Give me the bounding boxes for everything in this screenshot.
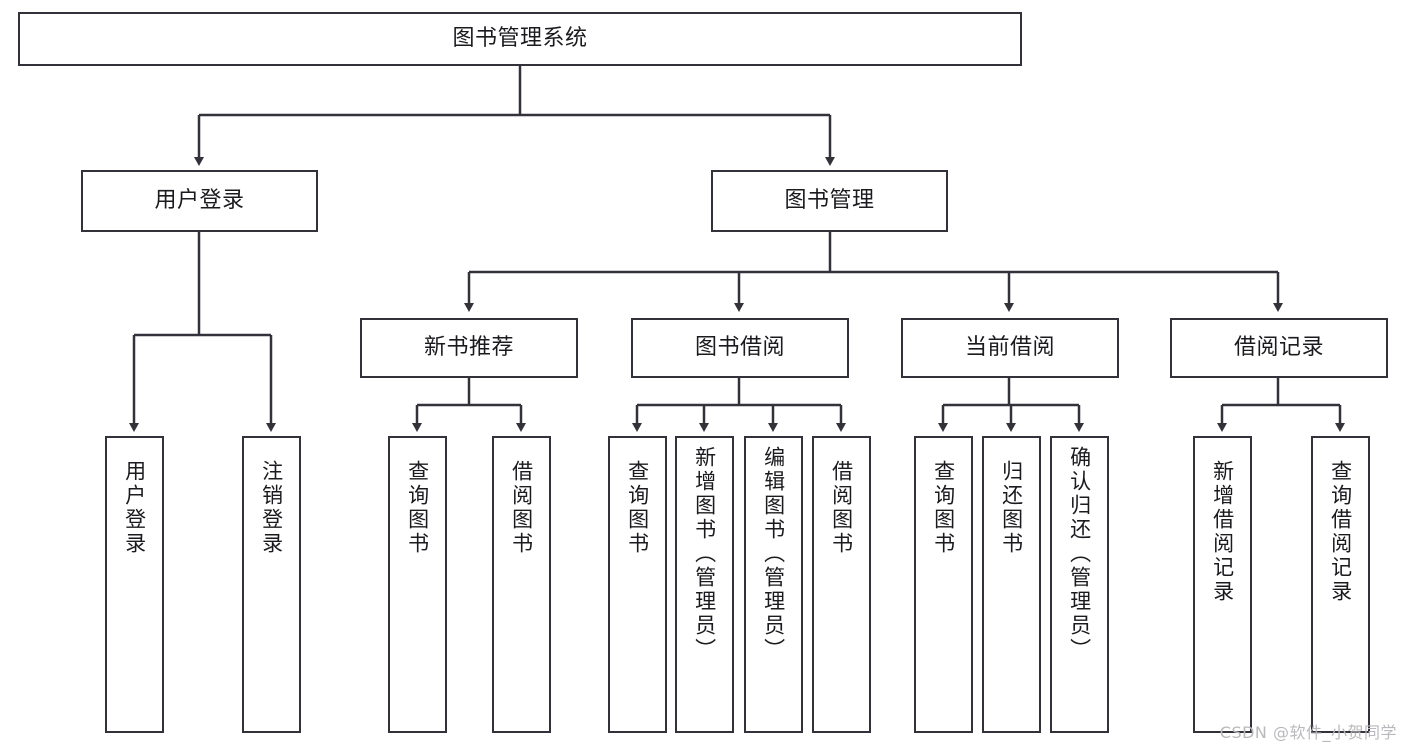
node-label: 新增借阅记录	[1210, 460, 1235, 604]
node-new-book-recommend[interactable]: 新书推荐	[360, 318, 578, 378]
node-label: 注销登录	[259, 460, 284, 556]
node-root-system[interactable]: 图书管理系统	[18, 12, 1022, 66]
leaf-book-borrow-add[interactable]: 新增图书（管理员）	[675, 436, 734, 733]
node-borrow-record[interactable]: 借阅记录	[1170, 318, 1388, 378]
leaf-book-borrow-borrow[interactable]: 借阅图书	[812, 436, 871, 733]
leaf-current-borrow-return[interactable]: 归还图书	[982, 436, 1041, 733]
node-label: 当前借阅	[964, 335, 1055, 361]
node-user-login[interactable]: 用户登录	[81, 170, 318, 232]
node-current-borrow[interactable]: 当前借阅	[901, 318, 1119, 378]
node-label: 查询借阅记录	[1328, 460, 1353, 604]
node-label: 新增图书（管理员）	[692, 446, 717, 662]
node-label: 用户登录	[154, 188, 245, 214]
node-label: 查询图书	[625, 460, 650, 556]
node-label: 查询图书	[405, 460, 430, 556]
watermark-text: CSDN @软件_小贺同学	[1219, 723, 1397, 742]
node-label: 编辑图书（管理员）	[761, 446, 786, 662]
node-label: 借阅图书	[829, 460, 854, 556]
leaf-user-login-login[interactable]: 用户登录	[105, 436, 164, 733]
leaf-new-book-query[interactable]: 查询图书	[388, 436, 447, 733]
node-label: 图书借阅	[694, 335, 785, 361]
node-label: 查询图书	[931, 460, 956, 556]
node-book-management[interactable]: 图书管理	[711, 170, 948, 232]
node-label: 图书管理系统	[452, 26, 588, 52]
leaf-book-borrow-query[interactable]: 查询图书	[608, 436, 667, 733]
node-book-borrow[interactable]: 图书借阅	[631, 318, 849, 378]
node-label: 确认归还（管理员）	[1067, 446, 1092, 662]
node-label: 图书管理	[784, 188, 875, 214]
leaf-new-book-borrow[interactable]: 借阅图书	[492, 436, 551, 733]
node-label: 归还图书	[999, 460, 1024, 556]
leaf-borrow-record-add[interactable]: 新增借阅记录	[1193, 436, 1252, 733]
node-label: 借阅记录	[1233, 335, 1324, 361]
leaf-user-login-logout[interactable]: 注销登录	[242, 436, 301, 733]
node-label: 用户登录	[122, 460, 147, 556]
leaf-current-borrow-query[interactable]: 查询图书	[914, 436, 973, 733]
leaf-borrow-record-query[interactable]: 查询借阅记录	[1311, 436, 1370, 733]
leaf-current-borrow-confirm-return[interactable]: 确认归还（管理员）	[1050, 436, 1109, 733]
node-label: 新书推荐	[423, 335, 514, 361]
node-label: 借阅图书	[509, 460, 534, 556]
leaf-book-borrow-edit[interactable]: 编辑图书（管理员）	[744, 436, 803, 733]
